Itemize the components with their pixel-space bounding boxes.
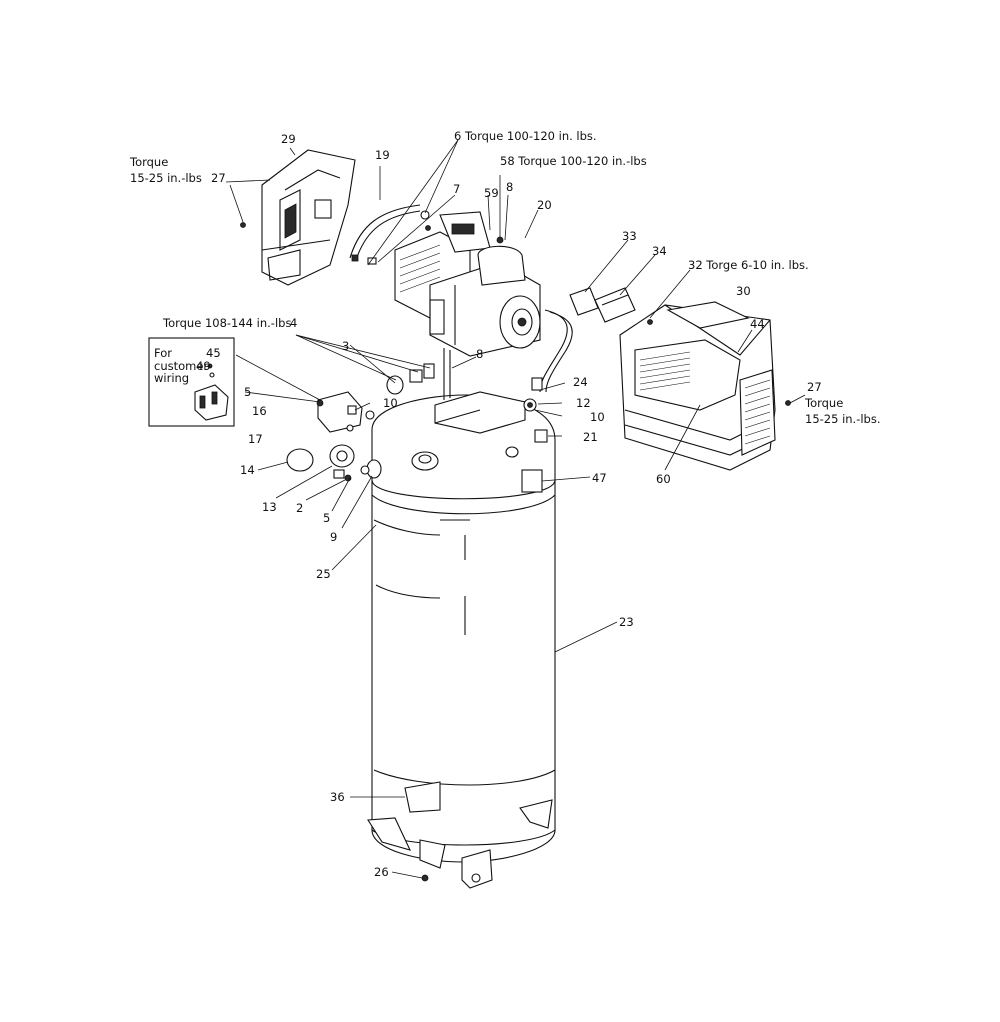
callout-13: 13: [262, 500, 277, 514]
inset-text-customer: customer: [154, 359, 208, 373]
callout-58: 58 Torque 100-120 in.-lbs: [500, 154, 647, 168]
callout-12: 12: [576, 396, 591, 410]
callout-5-top: 5: [244, 385, 251, 399]
torque-note-right: Torque: [804, 396, 843, 410]
callout-27-left: 27: [211, 171, 226, 185]
callout-2: 2: [296, 501, 303, 515]
inset-text-for: For: [154, 346, 172, 360]
callout-8-mid: 8: [476, 347, 483, 361]
callout-30: 30: [736, 284, 751, 298]
callout-6: 6 Torque 100-120 in. lbs.: [454, 129, 597, 143]
callout-10-left: 10: [383, 396, 398, 410]
callout-9: 9: [330, 530, 337, 544]
fittings: [365, 348, 548, 443]
customer-wiring-inset: [148, 337, 235, 427]
air-filter-33-34: [569, 287, 653, 325]
torque-note-108: Torque 108-144 in.-lbs: [162, 316, 291, 330]
gauges: [286, 444, 382, 482]
callout-17: 17: [248, 432, 263, 446]
tank-23: [367, 391, 556, 889]
callout-25: 25: [316, 567, 331, 581]
torque-note-right-value: 15-25 in.-lbs.: [805, 412, 881, 426]
callout-33: 33: [622, 229, 637, 243]
callout-27-right: 27: [807, 380, 822, 394]
callout-4: 4: [290, 316, 297, 330]
callout-34: 34: [652, 244, 667, 258]
callout-7: 7: [453, 182, 460, 196]
callout-29: 29: [281, 132, 296, 146]
callout-32: 32 Torge 6-10 in. lbs.: [688, 258, 809, 272]
pressure-switch-16: [316, 391, 363, 433]
callout-49: 49: [196, 359, 211, 373]
callout-26: 26: [374, 865, 389, 879]
callout-59: 59: [484, 186, 499, 200]
callout-60: 60: [656, 472, 671, 486]
callout-21: 21: [583, 430, 598, 444]
callout-10-right: 10: [590, 410, 605, 424]
motor-pump-assembly-20: [394, 211, 541, 357]
outlet-tube-19: [349, 204, 573, 393]
callout-19: 19: [375, 148, 390, 162]
callout-20: 20: [537, 198, 552, 212]
callout-16: 16: [252, 404, 267, 418]
shroud-30: [619, 301, 791, 471]
callout-44: 44: [750, 317, 765, 331]
leader-lines: [225, 139, 806, 879]
callout-labels: Torque 15-25 in.-lbs 29 27 19 6 Torque 1…: [129, 129, 881, 879]
callout-45: 45: [206, 346, 221, 360]
callout-14: 14: [240, 463, 255, 477]
callout-5-bottom: 5: [323, 511, 330, 525]
callout-24: 24: [573, 375, 588, 389]
torque-note-left-value: 15-25 in.-lbs: [130, 171, 202, 185]
callout-23: 23: [619, 615, 634, 629]
inset-text-wiring: wiring: [154, 371, 189, 385]
callout-47: 47: [592, 471, 607, 485]
callout-3: 3: [342, 339, 349, 353]
callout-8-top: 8: [506, 180, 513, 194]
torque-note-left: Torque: [129, 155, 168, 169]
belt-guard-29: [240, 149, 356, 286]
callout-36: 36: [330, 790, 345, 804]
